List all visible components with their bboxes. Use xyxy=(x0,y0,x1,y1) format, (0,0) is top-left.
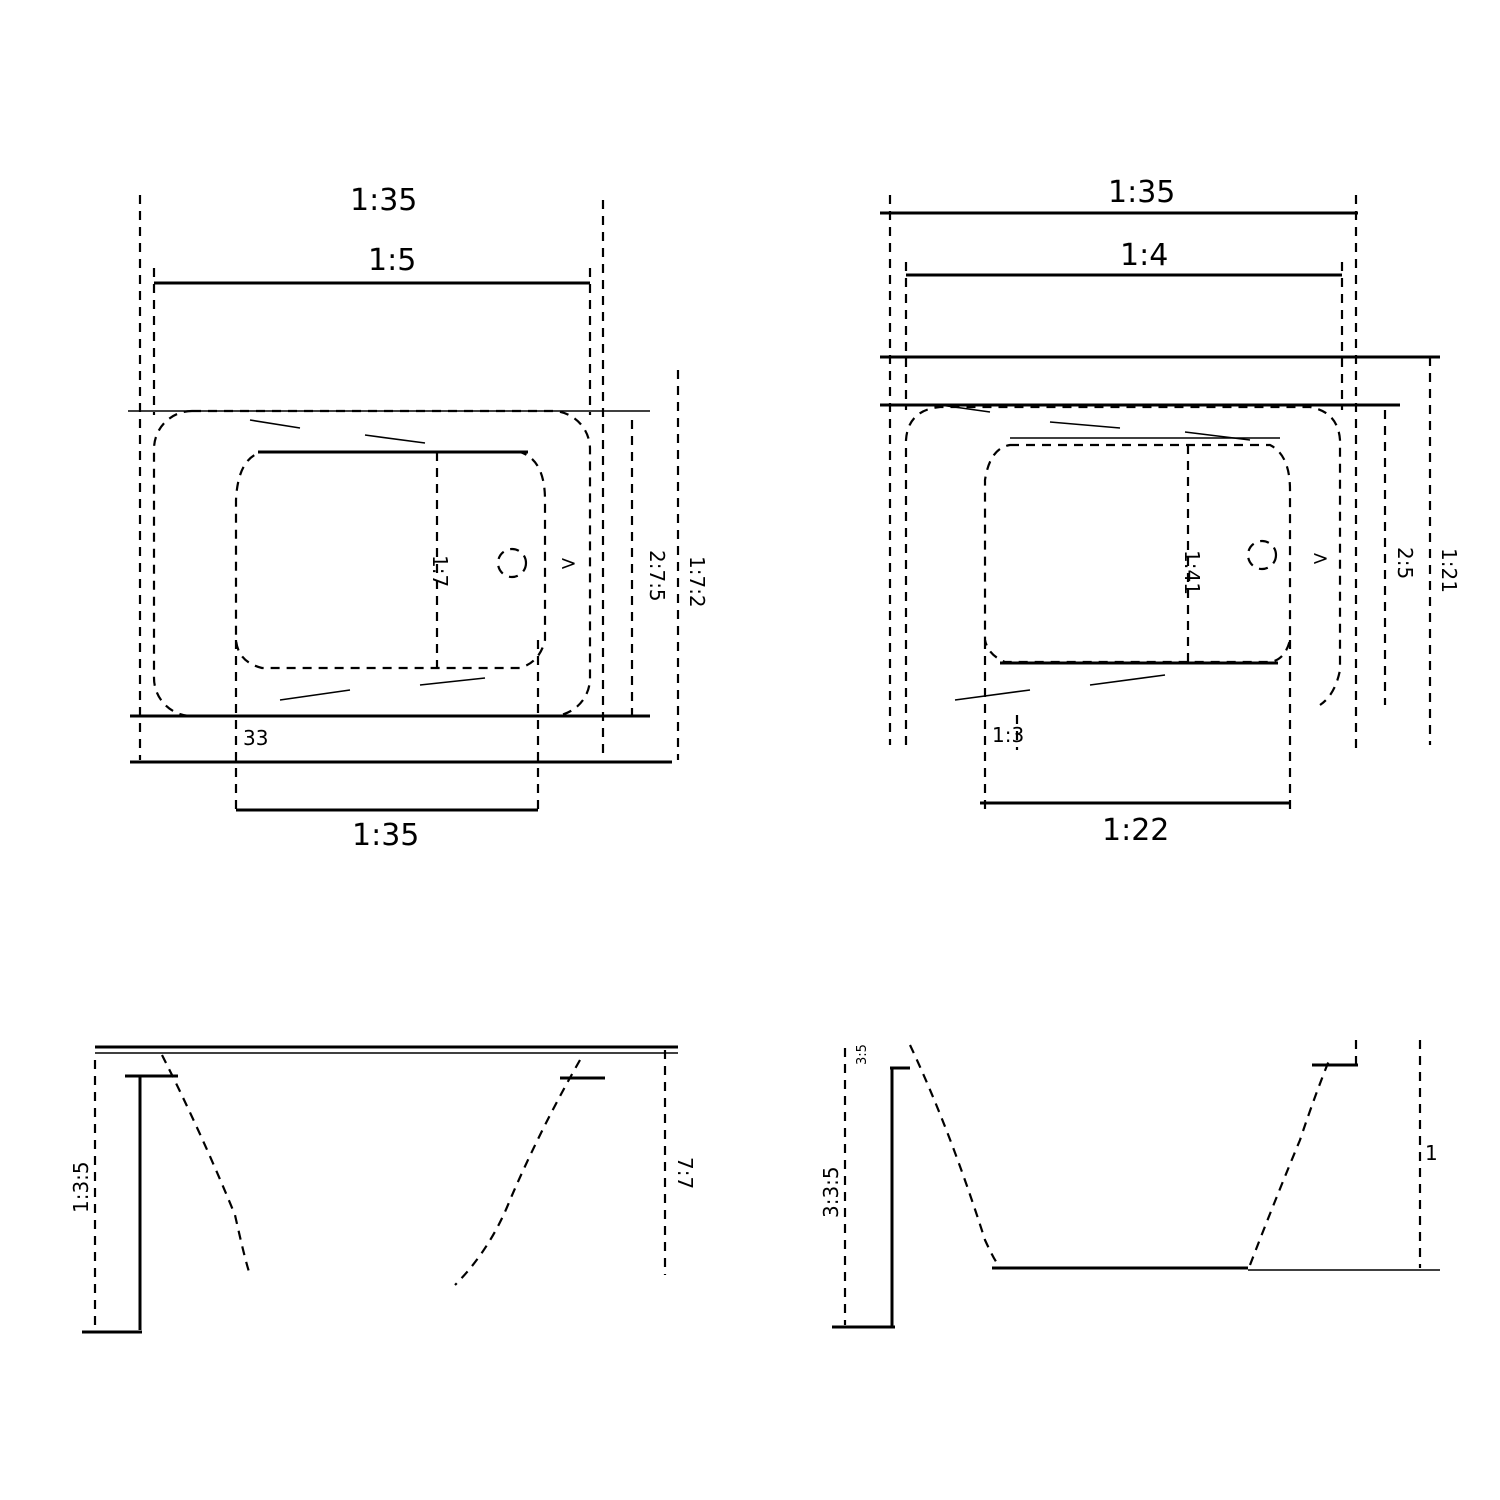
rim-mark: > xyxy=(560,551,577,575)
hatch-mark xyxy=(279,689,351,701)
dim-label-overall-width-offset: 1:5 xyxy=(368,243,416,278)
section-view-left: 1:3:5 7:7 xyxy=(69,1045,697,1334)
dim-label-rim: 3:5 xyxy=(855,1044,870,1065)
dim-label-outer-height: 1:21 xyxy=(1437,548,1461,593)
drain-icon xyxy=(496,547,528,579)
hatch-mark xyxy=(249,419,301,429)
plan-view-right: 1:35 1:4 1:41 > 2:5 1:21 1:22 1:3 xyxy=(880,175,1461,848)
hatch-mark xyxy=(419,677,486,686)
hatch-mark xyxy=(1089,674,1166,686)
dim-label-offset: 1:3 xyxy=(992,723,1024,747)
basin-wall-left xyxy=(909,1044,1001,1268)
dim-label-bottom-width: 1:35 xyxy=(352,818,419,853)
hatch-mark xyxy=(364,434,426,444)
tub-outer-outline xyxy=(904,405,1342,745)
dim-label-overall-width: 1:35 xyxy=(350,183,417,218)
hatch-mark xyxy=(1184,431,1251,441)
dim-label-depth: 1:7 xyxy=(428,555,452,587)
rim-mark: > xyxy=(1312,546,1329,570)
dim-label-inner-width: 1:4 xyxy=(1120,238,1168,273)
dim-label-offset: 33 xyxy=(243,726,268,750)
basin-wall-left xyxy=(161,1054,252,1276)
hatch-mark xyxy=(1049,421,1121,429)
hatch-mark xyxy=(939,404,991,413)
dim-label-inner-height: 2:7:5 xyxy=(645,550,669,602)
dim-label-left-height: 3:3:5 xyxy=(819,1166,843,1218)
dim-label-left-height: 1:3:5 xyxy=(69,1161,93,1213)
plan-view-left: 1:5 1:35 1:7 > 2:7:5 1:7:2 1:35 33 xyxy=(128,183,709,853)
dim-label-inner-height: 2:5 xyxy=(1393,547,1417,579)
drain-icon xyxy=(1246,539,1278,571)
dim-label-outer-height: 1:7:2 xyxy=(685,556,709,608)
section-view-right: 3:3:5 3:5 1 xyxy=(819,1040,1440,1329)
tub-outer-outline xyxy=(152,409,592,718)
dim-label-bottom-width: 1:22 xyxy=(1102,813,1169,848)
basin-inner-outline xyxy=(983,443,1292,664)
basin-wall-right xyxy=(1248,1057,1332,1266)
dim-label-depth: 1:41 xyxy=(1180,550,1204,595)
dim-label-right-height: 7:7 xyxy=(673,1157,697,1189)
basin-wall-right xyxy=(454,1059,581,1286)
dim-label-overall-width: 1:35 xyxy=(1108,175,1175,210)
basin-inner-outline xyxy=(234,450,547,670)
dim-label-right-height: 1 xyxy=(1425,1141,1438,1165)
hatch-mark xyxy=(954,689,1031,701)
